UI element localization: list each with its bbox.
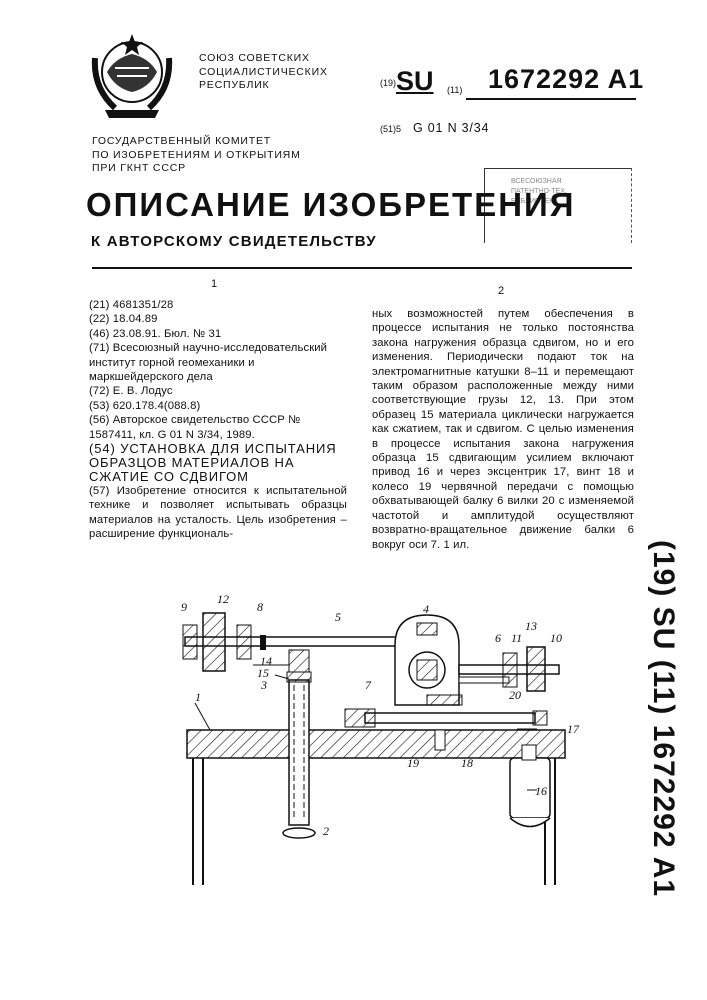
union-line: РЕСПУБЛИК bbox=[199, 79, 328, 93]
committee-line: ПРИ ГКНТ СССР bbox=[92, 162, 301, 176]
number-underline bbox=[466, 98, 636, 100]
biblio-71: (71) Всесоюзный научно-исследовательский… bbox=[89, 341, 347, 384]
column-number-left: 1 bbox=[211, 278, 217, 290]
side-patent-id: (19) SU (11) 1672292 A1 bbox=[646, 540, 680, 897]
label-17: 17 bbox=[567, 722, 580, 736]
column-number-right: 2 bbox=[498, 285, 504, 297]
label-7: 7 bbox=[365, 678, 372, 692]
label-15: 15 bbox=[257, 666, 269, 680]
label-8: 8 bbox=[257, 600, 263, 614]
label-9: 9 bbox=[181, 600, 187, 614]
label-1: 1 bbox=[195, 690, 201, 704]
header-rule bbox=[92, 267, 632, 269]
biblio-46: (46) 23.08.91. Бюл. № 31 bbox=[89, 327, 347, 341]
label-2: 2 bbox=[323, 824, 329, 838]
biblio-21: (21) 4681351/28 bbox=[89, 298, 347, 312]
document-subtitle: К АВТОРСКОМУ СВИДЕТЕЛЬСТВУ bbox=[91, 233, 377, 250]
label-20: 20 bbox=[509, 688, 521, 702]
patent-number: 1672292 A1 bbox=[488, 64, 644, 95]
label-13: 13 bbox=[525, 619, 537, 633]
ussr-emblem bbox=[85, 28, 180, 123]
biblio-56: (56) Авторское свидетельство СССР № 1587… bbox=[89, 413, 347, 442]
code-19: (19) bbox=[380, 78, 396, 88]
label-5: 5 bbox=[335, 610, 341, 624]
committee-line: ПО ИЗОБРЕТЕНИЯМ И ОТКРЫТИЯМ bbox=[92, 149, 301, 163]
document-title: ОПИСАНИЕ ИЗОБРЕТЕНИЯ bbox=[86, 186, 575, 224]
union-line: СОЮЗ СОВЕТСКИХ bbox=[199, 52, 328, 66]
ipc-code: (51)5 bbox=[380, 124, 401, 134]
label-6: 6 bbox=[495, 631, 501, 645]
biblio-54-title: (54) УСТАНОВКА ДЛЯ ИСПЫТАНИЯ ОБРАЗЦОВ МА… bbox=[89, 442, 347, 484]
label-11: 11 bbox=[511, 631, 522, 645]
label-18: 18 bbox=[461, 756, 473, 770]
code-11: (11) bbox=[447, 85, 462, 95]
abstract-start: (57) Изобретение относится к испытательн… bbox=[89, 484, 347, 542]
label-12: 12 bbox=[217, 592, 229, 606]
label-10: 10 bbox=[550, 631, 562, 645]
label-3: 3 bbox=[260, 678, 267, 692]
union-line: СОЦИАЛИСТИЧЕСКИХ bbox=[199, 66, 328, 80]
label-4: 4 bbox=[423, 602, 429, 616]
ipc-value: G 01 N 3/34 bbox=[413, 121, 489, 135]
biblio-22: (22) 18.04.89 bbox=[89, 312, 347, 326]
label-19: 19 bbox=[407, 756, 419, 770]
su-label: SU bbox=[396, 66, 434, 97]
committee-line: ГОСУДАРСТВЕННЫЙ КОМИТЕТ bbox=[92, 135, 301, 149]
biblio-72: (72) Е. В. Лодус bbox=[89, 384, 347, 398]
abstract-continuation: ных возможностей путем обеспечения в про… bbox=[372, 307, 634, 552]
apparatus-drawing: 1 2 3 4 5 6 7 8 9 10 11 12 13 14 15 16 1… bbox=[165, 585, 585, 890]
label-16: 16 bbox=[535, 784, 547, 798]
biblio-53: (53) 620.178.4(088.8) bbox=[89, 399, 347, 413]
